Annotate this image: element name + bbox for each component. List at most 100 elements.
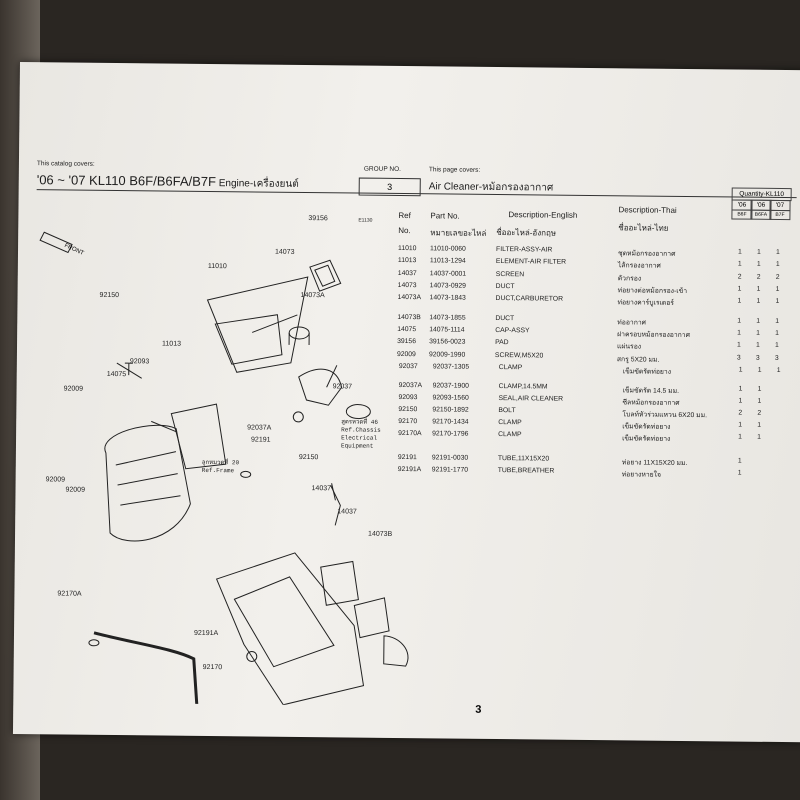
parts-qty: 1 (738, 248, 742, 256)
parts-qty: 1 (775, 285, 780, 293)
parts-part: 92150-1892 (432, 406, 469, 414)
diagram-label: 92170A (57, 590, 82, 598)
diagram-label: 92037 (332, 383, 353, 391)
diagram-label: 14075 (106, 370, 127, 379)
diagram-label: 92170 (202, 663, 223, 672)
parts-part: 92191-0030 (431, 454, 469, 462)
parts-en: CLAMP (498, 419, 522, 427)
diagram-label: 92009 (45, 476, 66, 484)
page-number: 3 (475, 703, 482, 716)
parts-qty: 1 (757, 385, 762, 393)
diagram-label: 14037 (311, 485, 332, 493)
diagram-label: 92093 (129, 358, 150, 366)
parts-en: CLAMP (498, 431, 522, 439)
parts-part: 92037-1900 (432, 382, 469, 390)
parts-en: TUBE,BREATHER (497, 467, 555, 475)
model-title: '06 ~ '07 KL110 B6F/B6FA/B7F (36, 172, 217, 190)
parts-th: สกรู 5X20 มม. (616, 356, 660, 364)
parts-th: ท่อยาง 11X15X20 มม. (621, 459, 688, 468)
qty-model-3: B7F (769, 209, 791, 221)
front-label: FRONT (63, 243, 85, 257)
col-part-no-thai: หมายเลขอะไหล่ (430, 228, 487, 238)
parts-th: ท่อยางคาร์บูเรเตอร์ (617, 299, 674, 307)
frame-shape (215, 552, 365, 706)
parts-qty: 1 (775, 317, 780, 325)
parts-qty: 1 (756, 317, 761, 325)
parts-qty: 1 (757, 366, 762, 374)
parts-part: 92093-1560 (432, 394, 469, 402)
parts-qty: 2 (738, 409, 743, 417)
parts-th: เข็มขัดรัด 14.5 มม. (622, 387, 680, 395)
diagram-label: 92191 (251, 436, 271, 444)
parts-en: CLAMP (498, 364, 523, 372)
parts-qty: 1 (756, 297, 761, 305)
parts-th: ซีลหม้อกรองอากาศ (622, 399, 680, 407)
parts-en: BOLT (498, 407, 516, 415)
parts-en: FILTER-ASSY-AIR (496, 245, 553, 254)
parts-en: DUCT (495, 314, 515, 323)
diagram-label: 92009 (65, 486, 86, 494)
parts-qty: 1 (776, 248, 780, 256)
diagram-label: 11013 (162, 340, 182, 348)
parts-th: เข็มขัดรัดท่อยาง (622, 368, 672, 376)
parts-th: โบลท์หัวร่วมแหวน 6X20 มม. (622, 411, 708, 420)
parts-en: SCREEN (495, 270, 525, 279)
parts-qty: 1 (737, 469, 742, 477)
parts-qty: 3 (755, 354, 760, 362)
diagram-label: 92150 (298, 453, 319, 462)
filter-body-shape (206, 276, 309, 373)
exploded-diagram: FRONT (39, 231, 409, 707)
parts-th: ชุดหม้อกรองอากาศ (617, 250, 676, 258)
diagram-label: 92150 (99, 291, 120, 300)
diagram-label: 39156 (308, 215, 328, 223)
parts-qty: 1 (738, 385, 743, 393)
diagram-label: 92009 (63, 385, 84, 393)
parts-qty: 2 (757, 409, 762, 417)
ref-chassis-note: สูตรหวดที่ 46 Ref.Chassis Electrical Equ… (340, 418, 381, 450)
catalog-page: This catalog covers: '06 ~ '07 KL110 B6F… (12, 62, 800, 743)
parts-th: เข็มขัดรัดท่อยาง (622, 423, 671, 431)
col-desc-en-thai: ชื่ออะไหล่-อังกฤษ (496, 227, 557, 238)
parts-qty: 3 (774, 354, 779, 362)
parts-qty: 1 (757, 397, 762, 405)
parts-qty: 2 (775, 273, 780, 281)
diagram-label: 11010 (207, 262, 227, 271)
parts-qty: 1 (756, 329, 761, 337)
parts-th: ท่อยางต่อหม้อกรอง-เข้า (617, 287, 688, 295)
parts-en: CAP-ASSY (495, 326, 530, 335)
parts-en: SEAL,AIR CLEANER (498, 395, 564, 403)
parts-part: 92170-1434 (432, 418, 469, 426)
parts-qty: 1 (738, 397, 743, 405)
parts-qty: 1 (757, 433, 761, 441)
parts-qty: 1 (775, 329, 780, 337)
parts-qty: 1 (775, 260, 780, 268)
parts-qty: 1 (738, 433, 742, 441)
parts-part: 92037-1305 (432, 363, 470, 371)
group-number: 3 (387, 181, 393, 192)
col-desc-th: Description-Thai (618, 205, 677, 215)
parts-qty: 1 (757, 421, 762, 429)
cap-shape (104, 424, 191, 542)
diagram-code: E1130 (358, 217, 373, 224)
parts-en: TUBE,11X15X20 (497, 455, 550, 463)
qty-model-2: B6FA (750, 209, 772, 220)
parts-qty: 2 (756, 273, 761, 281)
parts-qty: 1 (737, 260, 742, 268)
parts-qty: 1 (756, 260, 761, 268)
parts-qty: 1 (775, 297, 780, 305)
parts-en: PAD (495, 338, 509, 347)
parts-part: 92191-1770 (431, 466, 469, 474)
parts-qty: 1 (756, 285, 761, 293)
diagram-label: 92191A (193, 629, 219, 638)
parts-qty: 2 (737, 273, 742, 281)
page-covers-label: This page covers: (428, 166, 481, 174)
parts-qty: 1 (775, 341, 779, 349)
parts-qty: 1 (756, 341, 760, 349)
parts-en: DUCT,CARBURETOR (495, 294, 564, 303)
ref-frame-note: ลูกหมวดที่ 20 Ref.Frame (201, 458, 240, 475)
qty-model-1: B6F (731, 209, 753, 220)
diagram-label: 14073B (368, 530, 393, 538)
parts-qty: 1 (738, 421, 743, 429)
parts-th: ท่อยางหายใจ (621, 471, 662, 479)
